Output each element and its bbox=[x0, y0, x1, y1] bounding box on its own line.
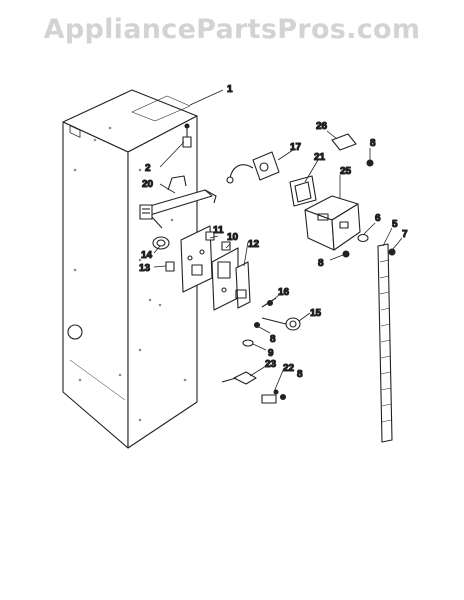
watermark: AppliancePartsPros.com bbox=[43, 14, 421, 45]
part-10-switch bbox=[211, 241, 239, 311]
part-12-bracket bbox=[235, 261, 251, 309]
callout-11: 11 bbox=[213, 225, 224, 236]
callout-13: 13 bbox=[139, 263, 151, 274]
callout-5: 5 bbox=[392, 219, 398, 230]
leader-lines bbox=[153, 89, 403, 393]
part-21-gasket bbox=[289, 175, 317, 207]
callout-23: 23 bbox=[265, 359, 277, 370]
callout-14: 14 bbox=[141, 250, 153, 261]
callouts: 1 2 20 14 13 11 10 12 16 15 8 9 23 22 8 … bbox=[138, 83, 408, 380]
part-9-grommet bbox=[242, 339, 254, 347]
part-11-plate bbox=[180, 225, 215, 293]
part-1-fitting bbox=[182, 123, 192, 148]
part-13-clip bbox=[165, 261, 175, 272]
part-8-screw-a bbox=[253, 321, 261, 329]
callout-22: 22 bbox=[283, 363, 295, 374]
part-5-rail bbox=[377, 243, 393, 443]
callout-8-b: 8 bbox=[297, 369, 303, 380]
callout-10: 10 bbox=[227, 232, 239, 243]
part-17-motor bbox=[226, 151, 280, 184]
part-8-screw-c bbox=[366, 159, 374, 167]
part-15-knob bbox=[261, 317, 301, 331]
callout-6: 6 bbox=[375, 213, 381, 224]
part-23-sensor bbox=[221, 371, 257, 385]
callout-8-a: 8 bbox=[270, 334, 276, 345]
callout-12: 12 bbox=[248, 239, 260, 250]
callout-8-d: 8 bbox=[318, 258, 324, 269]
part-14-bracket bbox=[152, 236, 170, 250]
part-25-housing bbox=[304, 195, 361, 251]
callout-20: 20 bbox=[142, 179, 154, 190]
part-7-screw bbox=[388, 248, 396, 256]
callout-26: 26 bbox=[316, 121, 328, 132]
part-20-wire-harness bbox=[139, 175, 217, 229]
callout-25: 25 bbox=[340, 166, 352, 177]
callout-15: 15 bbox=[310, 308, 322, 319]
callout-2: 2 bbox=[145, 163, 151, 174]
callout-8-c: 8 bbox=[370, 138, 376, 149]
part-8-screw-d bbox=[342, 250, 350, 258]
callout-1: 1 bbox=[227, 84, 233, 95]
callout-7: 7 bbox=[402, 229, 408, 240]
part-6-bushing bbox=[357, 233, 369, 243]
part-26-latch bbox=[331, 133, 357, 151]
part-8-screw-b bbox=[279, 393, 287, 401]
part-22-terminal bbox=[261, 389, 279, 404]
callout-21: 21 bbox=[314, 152, 326, 163]
callout-9: 9 bbox=[268, 348, 274, 359]
cabinet-housing bbox=[62, 89, 198, 449]
callout-16: 16 bbox=[278, 287, 290, 298]
callout-17: 17 bbox=[290, 142, 302, 153]
